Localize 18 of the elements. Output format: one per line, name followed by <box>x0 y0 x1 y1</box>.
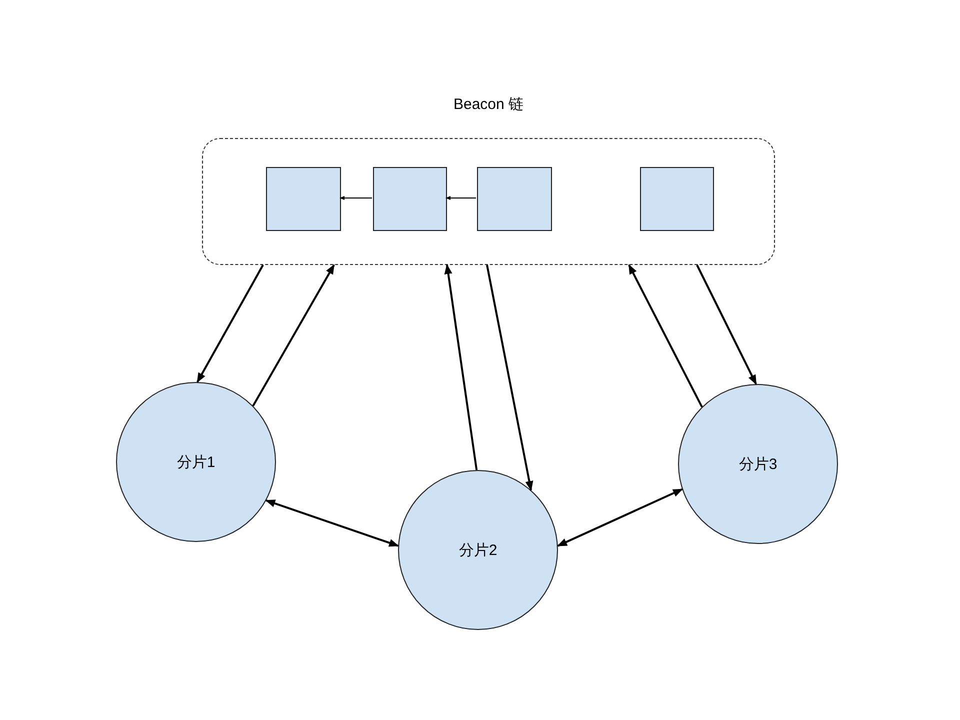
arrow <box>556 488 683 547</box>
arrow <box>446 196 476 200</box>
block-box <box>640 167 714 231</box>
node-label: 分片1 <box>176 452 216 472</box>
block-box <box>266 167 341 231</box>
arrow <box>265 499 400 547</box>
arrow <box>252 264 335 406</box>
arrow <box>444 264 478 470</box>
group-title: Beacon 链 <box>452 95 525 114</box>
arrow <box>196 264 264 383</box>
node-label: 分片3 <box>738 454 778 474</box>
arrow <box>628 264 703 408</box>
arrow <box>486 264 534 492</box>
arrow <box>340 196 372 200</box>
arrow <box>696 264 757 385</box>
node-label: 分片2 <box>458 540 498 560</box>
block-box <box>477 167 552 231</box>
block-box <box>373 167 447 231</box>
